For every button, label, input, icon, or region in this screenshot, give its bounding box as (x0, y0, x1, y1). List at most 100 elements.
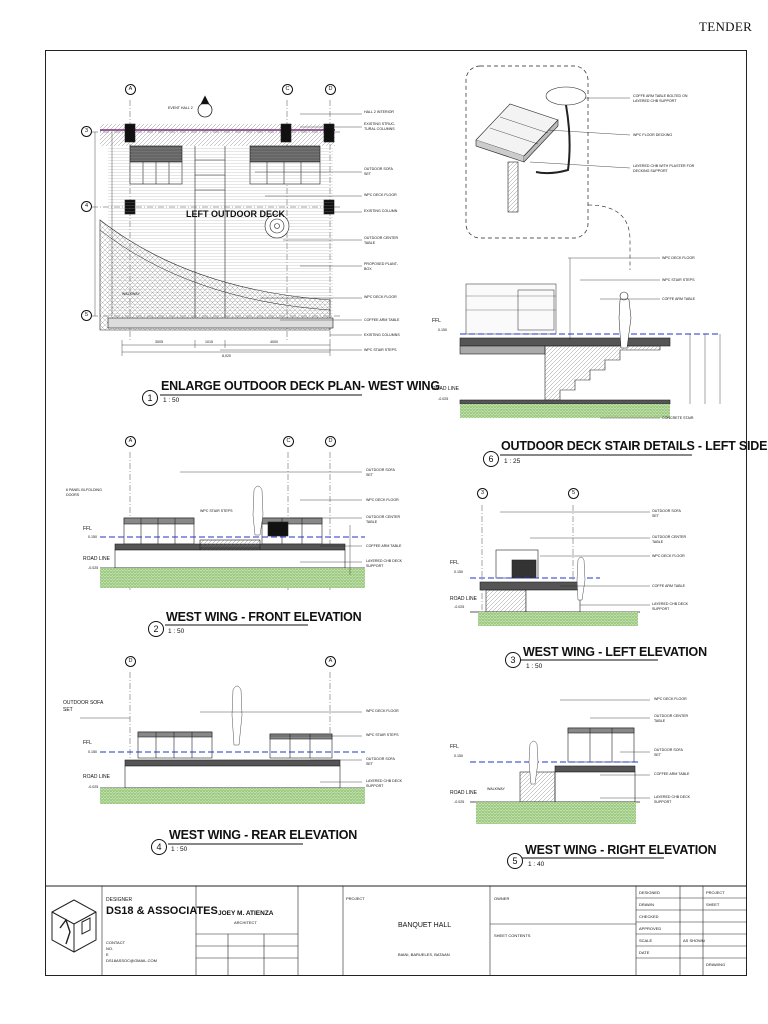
drawing-title: ENLARGE OUTDOOR DECK PLAN- WEST WING (161, 379, 440, 393)
grid-bubble-4: 4 (81, 201, 92, 212)
callout: OUTDOOR CENTER (652, 535, 687, 539)
callout: OUTDOOR SOFA (366, 757, 395, 761)
ffl-value: 0.150 (88, 750, 97, 754)
drawing-number: 2 (148, 621, 164, 637)
callout: OUTDOOR SOFA (366, 468, 395, 472)
note: DOORS (66, 493, 80, 497)
firm-email: DS18ASSOC@GMAIL.COM (106, 958, 157, 963)
stair-detail-drawing (459, 65, 721, 419)
callout: SET (654, 753, 661, 757)
project-right-label: PROJECT (706, 890, 725, 895)
titleblock-lines (45, 885, 747, 976)
scale-value: AS SHOWN (683, 938, 705, 943)
callout: WPC DECK FLOOR (366, 709, 399, 713)
callout: TABLE (652, 540, 664, 544)
callout: COFFEE ARM TABLE (364, 318, 400, 322)
ffl-value: 0.150 (438, 328, 447, 332)
drawing-title: WEST WING - RIGHT ELEVATION (525, 843, 717, 857)
drawing-scale: 1 : 50 (168, 628, 185, 635)
drawing-number: 3 (505, 652, 521, 668)
callout: WPC DECK FLOOR (652, 554, 685, 558)
project-label: PROJECT (346, 896, 365, 901)
callout: SET (366, 762, 373, 766)
callout: SUPPORT (366, 564, 384, 568)
callout: COFFE ARM TABLE BOLTED ON (633, 94, 688, 98)
plan-center-label: LEFT OUTDOOR DECK (186, 209, 285, 219)
callout: SUPPORT (366, 784, 384, 788)
grid-bubble-d: D (325, 84, 336, 95)
callout: TABLE (366, 520, 378, 524)
road-line-value: -0.025 (88, 566, 99, 570)
drawing-scale: 1 : 50 (163, 397, 180, 404)
ffl-label: FFL (83, 740, 92, 746)
callout: WPC STAIR STEPS (366, 733, 399, 737)
drawing-scale: 1 : 50 (171, 846, 188, 853)
grid-bubble-a: A (125, 84, 136, 95)
designer-label: DESIGNER (106, 897, 133, 903)
road-line-label: ROAD LINE (83, 774, 110, 780)
callout: OUTDOOR SOFA (364, 167, 393, 171)
drawing-scale: 1 : 40 (528, 861, 545, 868)
firm-line: E (106, 952, 109, 957)
road-line-value: -0.025 (438, 397, 449, 401)
callout: SUPPORT (654, 800, 672, 804)
plan-walkway: WALKWAY (122, 292, 140, 296)
callout: PROPOSED PLANT- (364, 262, 398, 266)
callout: COFFEE ARM TABLE (366, 544, 402, 548)
callout: WPC FLOOR DECKING (633, 133, 673, 137)
callout: SET (366, 473, 373, 477)
drawing-title: WEST WING - LEFT ELEVATION (523, 645, 707, 659)
callout: BOX (364, 267, 372, 271)
callout: CONCRETE STAIR (662, 416, 694, 420)
grid-bubble-a: A (125, 436, 136, 447)
callout: OUTDOOR CENTER (364, 236, 399, 240)
callout: OUTDOOR SOFA (652, 509, 681, 513)
road-line-label: ROAD LINE (450, 790, 477, 796)
grid-bubble-d: D (325, 436, 336, 447)
grid-bubble-3: 3 (81, 126, 92, 137)
callout: WPC DECK FLOOR (364, 295, 397, 299)
checked-label: CHECKED (639, 914, 659, 919)
drawing-title: WEST WING - REAR ELEVATION (169, 828, 358, 842)
firm-line: NO. (106, 946, 114, 951)
grid-bubble-a: A (325, 656, 336, 667)
callout: WPC STAIR STEPS (364, 348, 397, 352)
callout: LAYERED CHB DECK (652, 602, 689, 606)
note: 6 PANEL BI-FOLDING (66, 488, 102, 492)
callout: LAYERED CHB DECK (654, 795, 691, 799)
ffl-label: FFL (83, 526, 92, 532)
grid-bubble-3: 3 (477, 488, 488, 499)
ffl-value: 0.150 (88, 535, 97, 539)
grid-bubble-5: 5 (81, 310, 92, 321)
drawing-number: 6 (483, 451, 499, 467)
callout: SUPPORT (652, 607, 670, 611)
callout: LAYERED CHB SUPPORT (633, 99, 677, 103)
designed-label: DESIGNED (639, 890, 660, 895)
drawing-number: 4 (151, 839, 167, 855)
callout: COFFE ARM TABLE (652, 584, 686, 588)
drawing-scale: 1 : 25 (504, 458, 521, 465)
road-line-label: ROAD LINE (432, 386, 459, 392)
scale-label: SCALE (639, 938, 653, 943)
date-label: DATE (639, 950, 650, 955)
callout: WPC DECK FLOOR (662, 256, 695, 260)
tender-stamp: TENDER (699, 19, 753, 34)
drawing-title: WEST WING - FRONT ELEVATION (166, 610, 362, 624)
grid-bubble-d: D (125, 656, 136, 667)
callout: LAYERED CHB DECK (366, 559, 403, 563)
callout: SET (652, 514, 659, 518)
note: OUTDOOR SOFA (63, 700, 104, 706)
right-elevation-drawing (470, 699, 650, 824)
road-line-label: ROAD LINE (83, 556, 110, 562)
road-line-value: -0.025 (454, 605, 465, 609)
approved-label: APPROVED (639, 926, 662, 931)
callout: EXISTING COLUMN (364, 209, 398, 213)
callout: EXISTING COLUMNS (364, 333, 400, 337)
callout: DECKING SUPPORT (633, 169, 668, 173)
architect-role: ARCHITECT (234, 920, 257, 925)
drawing-number: 5 (507, 853, 523, 869)
owner-label: OWNER (494, 896, 510, 901)
callout: OUTDOOR SOFA (654, 748, 683, 752)
plan-dim: 8,020 (222, 354, 231, 358)
